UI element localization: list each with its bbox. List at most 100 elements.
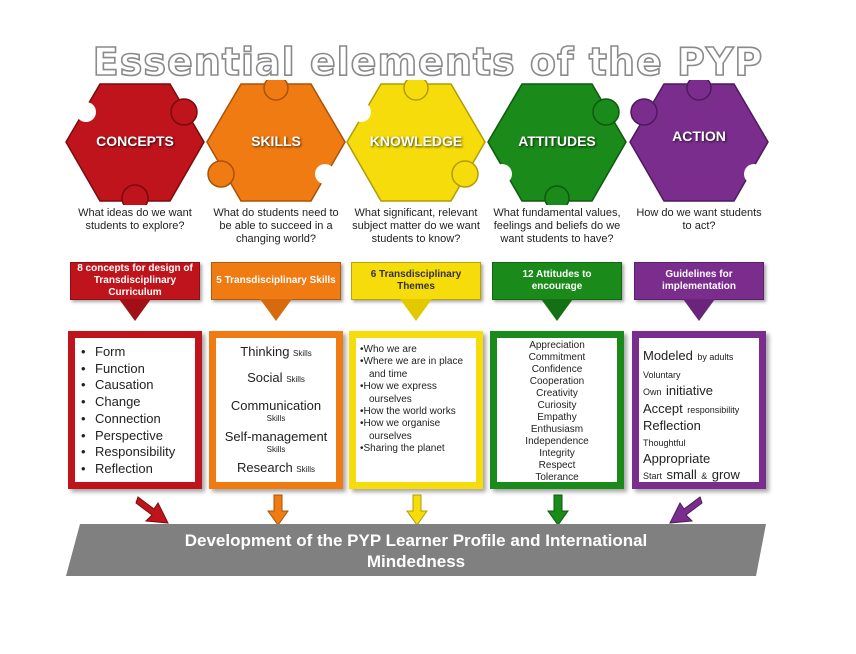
list-item: Voluntary [643, 366, 759, 384]
list-item: Modeled by adults [643, 348, 759, 366]
skills-question: What do students need to be able to succ… [213, 207, 339, 245]
banner-shape [66, 524, 766, 576]
attitudes-list: Appreciation Commitment Confidence Coope… [497, 338, 617, 484]
action-label: ACTION [672, 128, 726, 144]
puzzle-knob [207, 160, 235, 188]
list-item: How we organise ourselves [360, 418, 476, 443]
guideline-main: Accept [643, 400, 683, 416]
concepts-list: Form Function Causation Change Connectio… [75, 338, 195, 478]
puzzle-knob [263, 80, 289, 101]
puzzle-knob [451, 160, 479, 188]
knowledge-list: Who we are Where we are in place and tim… [356, 338, 476, 456]
list-item: Thoughtful [643, 434, 759, 452]
guideline-main: Reflection [643, 418, 701, 433]
attitudes-box: Appreciation Commitment Confidence Coope… [490, 331, 624, 489]
list-item: Start small & grow [643, 467, 759, 485]
list-item: Sharing the planet [360, 443, 476, 455]
knowledge-box: Who we are Where we are in place and tim… [349, 331, 483, 489]
list-item: Confidence [531, 364, 583, 375]
action-banner: Guidelines for implementation [634, 262, 764, 300]
list-item: Enthusiasm [530, 424, 584, 435]
skills-down-arrow [267, 494, 289, 526]
page-title: Essential elements of the PYP [92, 39, 764, 85]
list-item: Independence [525, 436, 589, 447]
hex-fill [65, 83, 205, 202]
skills-puzzle-hexagon: SKILLS [203, 80, 349, 205]
puzzle-knob [170, 98, 198, 126]
skill-name: Thinking [240, 344, 290, 359]
list-item: Thinking Skills [216, 342, 336, 364]
list-item: Perspective [81, 428, 195, 445]
list-item: Causation [81, 377, 195, 394]
hex-fill [487, 83, 627, 202]
hex-fill [206, 83, 346, 202]
puzzle-notch [351, 102, 371, 122]
action-puzzle-hexagon: ACTION [626, 80, 772, 205]
puzzle-hexagon-shape [629, 80, 769, 202]
skills-banner-arrow [260, 299, 292, 321]
list-item: Social Skills [216, 364, 336, 394]
list-item: Tolerance [535, 472, 579, 483]
skill-suffix: Skills [286, 375, 305, 384]
hex-fill [629, 83, 769, 202]
skill-name: Communication [230, 398, 322, 413]
skill-suffix: Skills [293, 349, 312, 358]
puzzle-notch [744, 164, 764, 184]
guideline-main: initiative [665, 383, 713, 398]
concepts-box: Form Function Causation Change Connectio… [68, 331, 202, 489]
skill-name: Self-management [224, 429, 328, 444]
concepts-banner-arrow [119, 299, 151, 321]
list-item: Research Skills [216, 458, 336, 480]
column-knowledge: KNOWLEDGE What significant, relevant sub… [346, 0, 486, 654]
puzzle-notch [76, 102, 96, 122]
attitudes-label: ATTITUDES [518, 133, 596, 149]
concepts-banner: 8 concepts for design of Transdisciplina… [70, 262, 200, 300]
column-action: ACTION How do we want students to act? G… [629, 0, 769, 654]
list-item: Respect [538, 460, 576, 471]
guideline-tail: responsibility [687, 404, 740, 415]
column-attitudes: ATTITUDES What fundamental values, feeli… [487, 0, 627, 654]
list-item: Function [81, 361, 195, 378]
list-item: Reflection [643, 418, 759, 434]
puzzle-knob [544, 185, 570, 205]
guideline-tail: by adults [697, 352, 734, 362]
action-list: Modeled by adults Voluntary Own initiati… [639, 338, 759, 484]
attitudes-banner: 12 Attitudes to encourage [492, 262, 622, 300]
puzzle-hexagon-shape [65, 83, 205, 205]
guideline-main: Modeled [643, 348, 693, 363]
puzzle-notch [492, 164, 512, 184]
puzzle-knob [630, 98, 658, 126]
skill-suffix: Skills [266, 445, 286, 454]
list-item: Connection [81, 411, 195, 428]
learner-profile-line-1: Development of the PYP Learner Profile a… [184, 531, 648, 550]
skills-banner: 5 Transdisciplinary Skills [211, 262, 341, 300]
puzzle-hexagon-shape [487, 83, 627, 205]
guideline-pre: Own [643, 387, 662, 397]
list-item: Where we are in place and time [360, 356, 476, 381]
guideline-main: grow [711, 466, 740, 482]
list-item: Appreciation [529, 340, 585, 351]
list-item: Commitment [528, 352, 586, 363]
list-item: Integrity [539, 448, 575, 459]
list-item: Change [81, 394, 195, 411]
knowledge-question: What significant, relevant subject matte… [352, 207, 480, 245]
puzzle-notch [315, 164, 335, 184]
action-box: Modeled by adults Voluntary Own initiati… [632, 331, 766, 489]
concepts-down-arrow [135, 496, 169, 524]
learner-profile-line-2: Mindedness [366, 552, 466, 571]
attitudes-question: What fundamental values, feelings and be… [493, 207, 621, 245]
puzzle-knob [686, 80, 712, 101]
list-item: Cooperation [529, 376, 585, 387]
puzzle-hexagon-shape [206, 80, 346, 202]
skills-label: SKILLS [251, 133, 301, 149]
puzzle-knob [592, 98, 620, 126]
action-down-arrow [669, 496, 703, 524]
knowledge-label: KNOWLEDGE [369, 133, 463, 149]
list-item: Who we are [360, 344, 476, 356]
guideline-main: Thoughtful [643, 437, 686, 448]
list-item: Accept responsibility [643, 401, 759, 419]
list-item: Empathy [537, 412, 577, 423]
list-item: Form [81, 344, 195, 361]
list-item: How we express ourselves [360, 381, 476, 406]
